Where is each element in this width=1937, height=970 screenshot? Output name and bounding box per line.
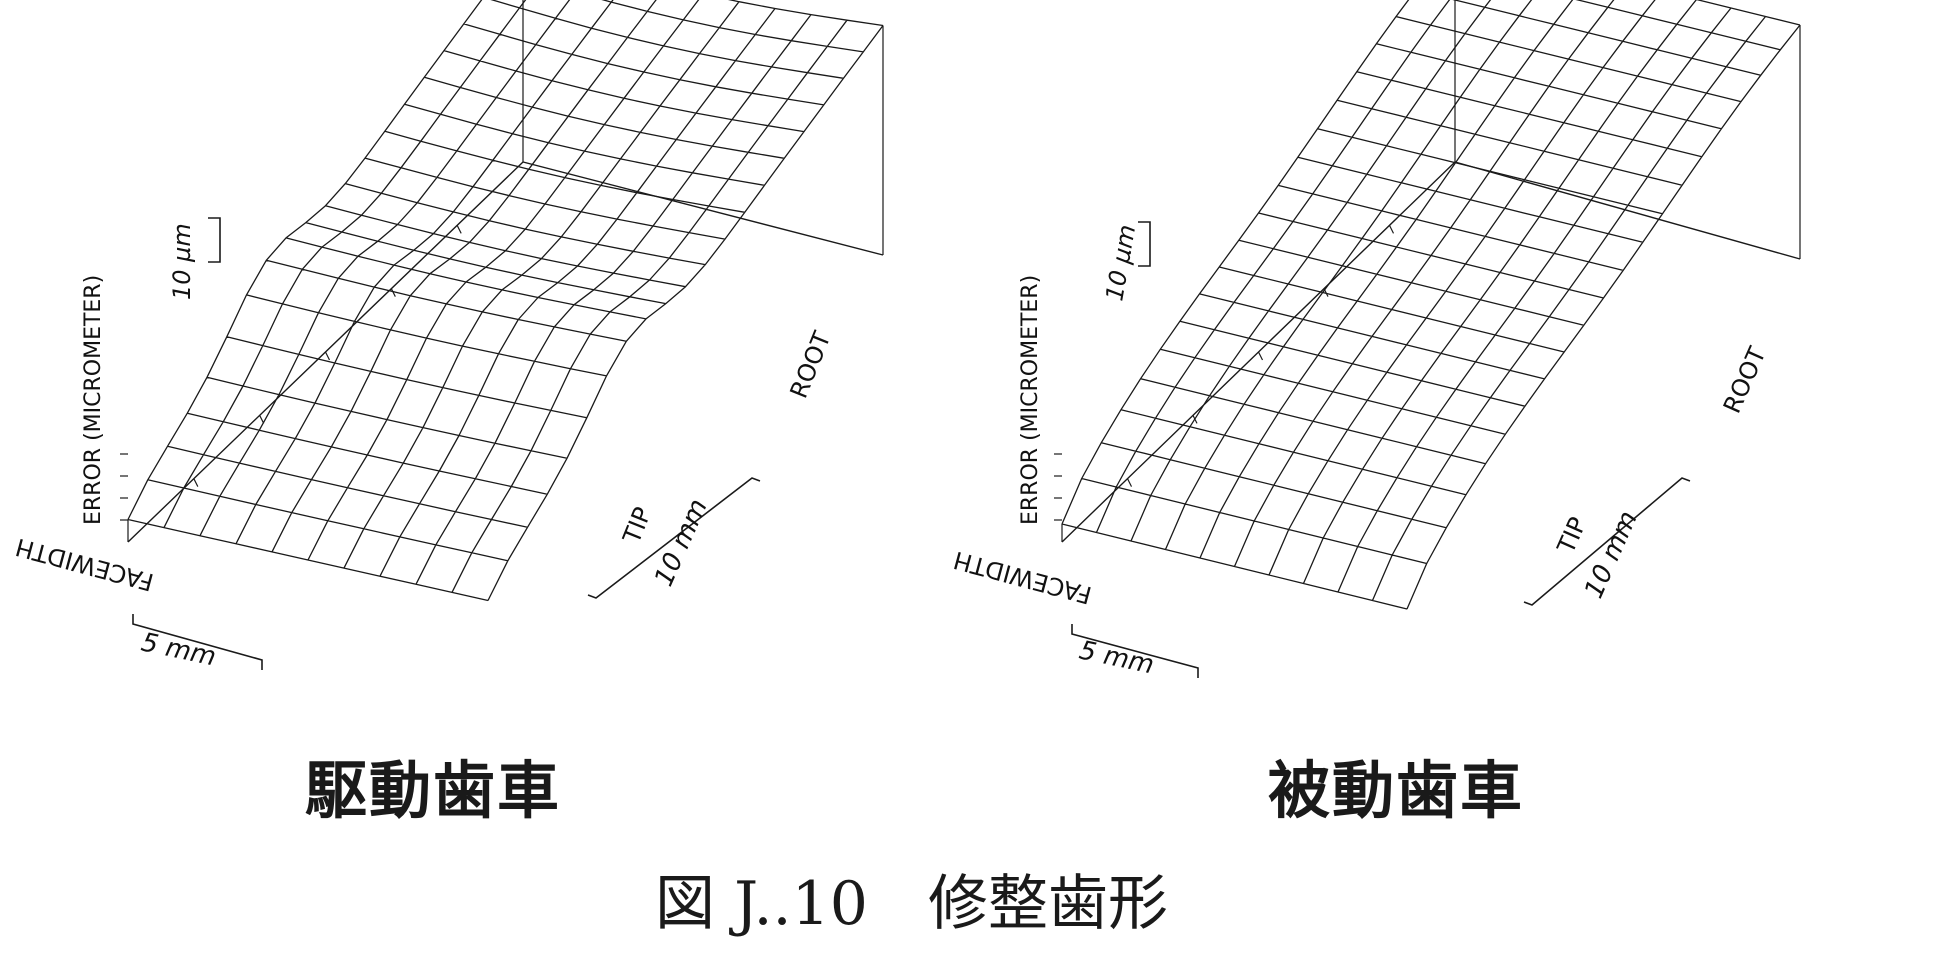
length-scale-bar	[587, 477, 761, 599]
right-facewidth-label: FACEWIDTH	[951, 546, 1095, 610]
surface-mesh	[127, 0, 884, 602]
length-axis-tick	[193, 478, 199, 487]
length-axis-tick	[1257, 351, 1264, 361]
left-z-axis-label: ERROR (MICROMETER)	[81, 275, 106, 525]
length-axis-tick	[456, 225, 462, 234]
right-z-axis-label: ERROR (MICROMETER)	[1018, 275, 1043, 525]
left-z-scale-label: 10 µm	[168, 223, 196, 300]
figure-caption: 図 J..10 修整歯形	[655, 869, 1168, 939]
left-profile-scale-label: 5 mm	[139, 628, 219, 673]
left-facewidth-label: FACEWIDTH	[13, 533, 157, 597]
length-axis-tick	[259, 415, 265, 424]
length-scale-bar	[1523, 477, 1691, 606]
length-axis-tick	[1388, 225, 1395, 234]
right-profile-scale-label: 5 mm	[1077, 636, 1157, 681]
profile-scale-bar	[132, 614, 263, 670]
z-scale-bracket	[1138, 221, 1151, 267]
profile-scale-bar	[1071, 624, 1199, 678]
length-axis-tick	[1126, 478, 1133, 487]
length-axis-tick	[324, 351, 331, 361]
left-length-scale-label: 10 mm	[649, 495, 714, 591]
right-root-label: ROOT	[1718, 343, 1772, 418]
driven-gear-surface-plot	[1054, 0, 1801, 678]
drive-gear-caption: 駆動歯車	[305, 754, 562, 827]
left-tip-label: TIP	[617, 503, 657, 548]
drive-gear-surface-plot	[120, 0, 884, 670]
right-tip-label: TIP	[1551, 513, 1592, 558]
left-root-label: ROOT	[785, 327, 837, 402]
right-z-scale-label: 10 µm	[1100, 223, 1141, 304]
driven-gear-caption: 被動歯車	[1268, 754, 1525, 827]
surface-mesh	[1061, 0, 1801, 610]
length-axis-tick	[390, 288, 396, 297]
z-scale-bracket	[208, 217, 221, 263]
right-length-scale-label: 10 mm	[1579, 507, 1644, 603]
